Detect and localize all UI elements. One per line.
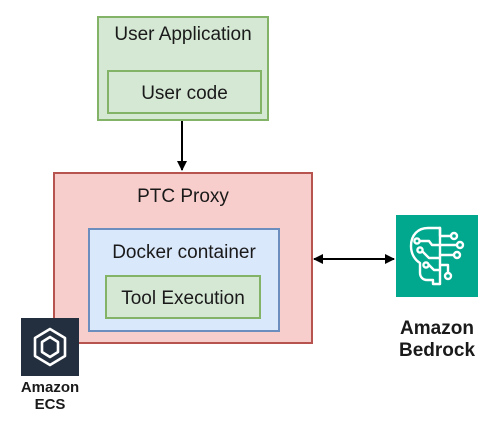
amazon-ecs-icon (21, 318, 79, 376)
ptc-proxy-box: PTC Proxy Docker container Tool Executio… (53, 172, 313, 344)
user-code-label: User code (141, 83, 228, 104)
ptc-proxy-label: PTC Proxy (137, 186, 229, 207)
docker-container-label: Docker container (112, 242, 256, 263)
tool-execution-label: Tool Execution (121, 288, 245, 309)
user-application-label: User Application (114, 24, 252, 45)
amazon-bedrock-label: Amazon Bedrock (398, 318, 476, 361)
amazon-bedrock-icon (396, 215, 478, 297)
docker-container-box: Docker container Tool Execution (88, 228, 280, 332)
user-application-box: User Application User code (97, 16, 269, 121)
user-code-box: User code (107, 70, 262, 114)
amazon-ecs-label: Amazon ECS (20, 379, 80, 414)
tool-execution-box: Tool Execution (105, 275, 261, 319)
